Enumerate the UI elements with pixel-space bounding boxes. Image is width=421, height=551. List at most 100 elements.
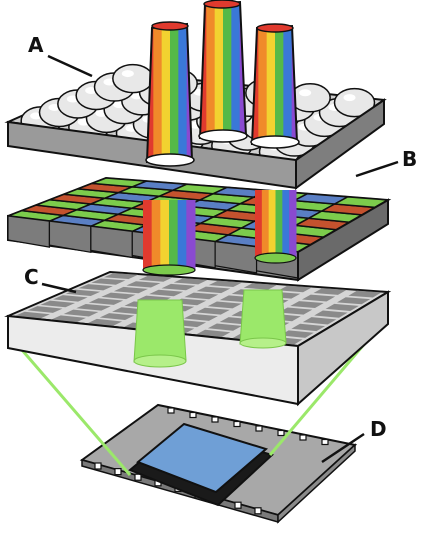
rainbow-band	[161, 24, 171, 162]
lens-highlight	[299, 89, 312, 97]
rainbow-band	[153, 24, 163, 162]
filter-side-cell	[214, 241, 258, 274]
color-filter-array-layer	[7, 176, 392, 282]
rainbow-stem-band	[261, 190, 270, 258]
photodiode-grid-layer	[4, 270, 392, 407]
light-cone-lines	[20, 334, 374, 476]
rainbow-band	[206, 2, 216, 138]
callout-d: D	[321, 417, 387, 464]
microlens-dome	[333, 87, 376, 118]
photodiode-cell	[161, 283, 196, 291]
rainbow-band	[283, 26, 293, 144]
callout-leader-b	[355, 160, 399, 178]
rainbow-band	[214, 2, 224, 138]
green-light-columns	[133, 289, 287, 368]
photodiode-cell	[278, 285, 312, 293]
filter-side-cell	[48, 220, 92, 253]
chip-pin	[234, 501, 242, 509]
photodiode-cell	[291, 323, 326, 332]
photodiode-cell	[183, 313, 218, 321]
photodiode-cell	[207, 301, 242, 309]
rainbow-stem-band	[268, 190, 276, 258]
photodiode-cell	[126, 281, 161, 288]
sensor-chip-package	[79, 403, 358, 524]
photodiode-cell	[27, 306, 63, 313]
photodiode-cell	[325, 303, 359, 311]
rainbow-band	[231, 2, 241, 138]
callout-label-d: D	[370, 417, 387, 441]
photodiode-cell	[78, 284, 113, 291]
chip-pin	[134, 473, 142, 481]
lens-highlight	[121, 70, 134, 78]
rainbow-band	[170, 24, 179, 162]
rainbow-band	[266, 26, 276, 144]
photodiode-cell	[63, 309, 99, 317]
photodiode-cell	[149, 289, 184, 297]
chip-pin	[233, 420, 241, 428]
chip-pin	[211, 416, 219, 423]
photodiode-cell	[301, 294, 336, 302]
photodiode-cell	[76, 303, 111, 311]
photodiode-cell	[173, 278, 208, 285]
callout-label-a: A	[28, 33, 44, 57]
chip-pin	[321, 438, 329, 446]
rainbow-band	[178, 24, 188, 162]
callout-leader-d	[321, 432, 365, 464]
photodiode-cell	[138, 275, 173, 282]
photodiode-cell	[243, 283, 278, 290]
rainbow-light-stems	[142, 190, 297, 276]
photodiode-cell	[302, 317, 337, 325]
microlens-array-layer	[4, 63, 387, 190]
callout-label-c: C	[24, 265, 39, 289]
photodiode-cell	[337, 297, 371, 305]
callout-a: A	[28, 33, 93, 78]
rainbow-stem-band	[186, 200, 196, 270]
rainbow-stem-band	[160, 200, 170, 270]
filter-side-cell	[90, 225, 133, 259]
photodiode-cell	[99, 313, 135, 321]
chip-pin	[189, 411, 197, 419]
rainbow-stem-band	[143, 200, 153, 270]
photodiode-cell	[14, 311, 50, 319]
rainbow-band	[275, 26, 284, 144]
lens-highlight	[343, 94, 356, 102]
photodiode-cell	[208, 280, 243, 287]
chip-pin	[94, 462, 102, 470]
chip-pin	[255, 425, 263, 432]
rainbow-band	[223, 2, 232, 138]
callout-leader-a	[47, 54, 93, 78]
chip-pin	[114, 468, 122, 476]
photodiode-cell	[279, 330, 314, 338]
photodiode-cell	[348, 290, 382, 298]
photodiode-cell	[91, 278, 126, 285]
rainbow-light-beams	[145, 0, 300, 167]
rainbow-stem-base	[254, 252, 297, 264]
chip-pin	[277, 429, 285, 437]
callout-b: B	[355, 147, 417, 178]
rainbow-stem-base	[142, 264, 196, 276]
photodiode-cells	[14, 273, 382, 345]
callout-leader-c	[41, 282, 77, 294]
photodiode-cell	[196, 286, 231, 294]
photodiode-cell	[88, 298, 124, 305]
photodiode-cell	[184, 292, 219, 300]
rainbow-stem-band	[177, 200, 187, 270]
callout-c: C	[24, 265, 77, 294]
callout-label-b: B	[402, 147, 417, 171]
rainbow-stem-band	[275, 190, 283, 258]
photodiode-cell	[104, 273, 139, 280]
chip-pin	[167, 407, 175, 414]
filter-side-cell	[7, 215, 51, 248]
chip-pin	[254, 507, 262, 515]
rainbow-stem-band	[151, 200, 161, 270]
photodiode-cell	[207, 323, 242, 331]
photodiode-cell	[196, 329, 231, 338]
rainbow-band	[258, 26, 268, 144]
rainbow-stem-band	[282, 190, 290, 258]
photodiode-cell	[313, 288, 347, 295]
photodiode-cell	[314, 310, 348, 318]
photodiode-cell	[278, 307, 313, 315]
photodiode-cell	[40, 300, 76, 308]
rainbow-stem-band	[289, 190, 297, 258]
photodiode-cell	[53, 295, 88, 302]
